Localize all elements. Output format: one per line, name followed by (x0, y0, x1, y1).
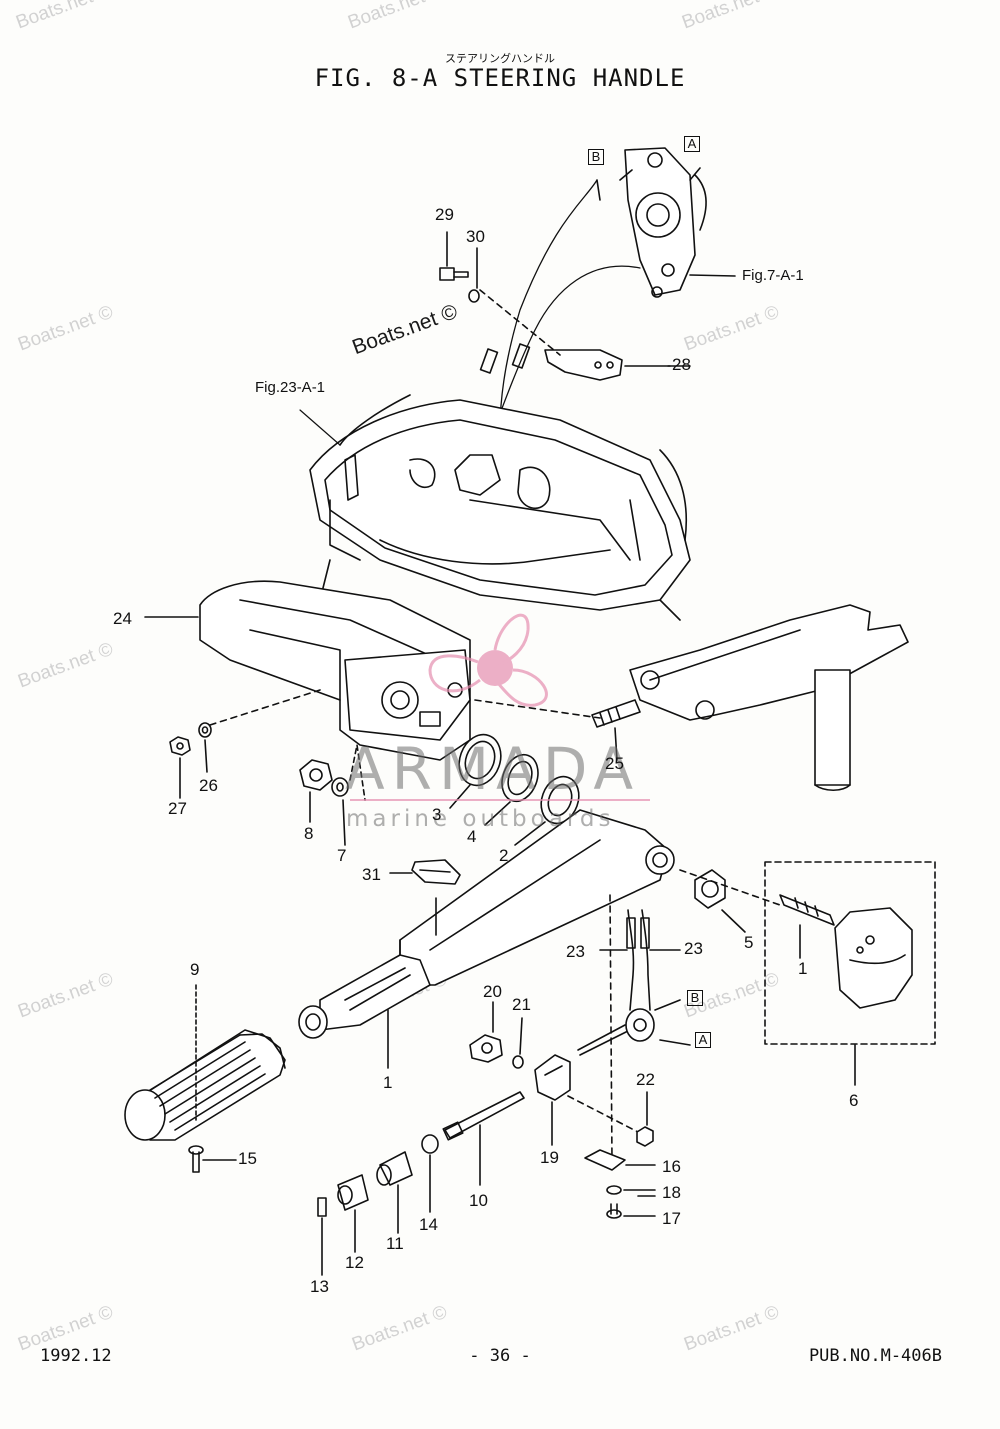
callout-28: 28 (672, 355, 691, 374)
reference-box-a: A (695, 1032, 711, 1048)
reference-box-a: A (684, 136, 700, 152)
callout-14: 14 (419, 1215, 438, 1234)
callout-26: 26 (199, 776, 218, 795)
callout-27: 27 (168, 799, 187, 818)
figure-title: FIG. 8-A STEERING HANDLE (314, 64, 686, 92)
armada-logo-tagline: marine outboards (346, 806, 615, 832)
callout-31: 31 (362, 865, 381, 884)
armada-logo-name: ARMADA (345, 735, 641, 803)
nut-8 (299, 759, 333, 791)
screw-15 (188, 1145, 237, 1173)
steering-handle-1 (298, 809, 675, 1069)
bracket-19 (534, 1054, 641, 1146)
callout-10: 10 (469, 1191, 488, 1210)
callout-8: 8 (304, 824, 314, 843)
callout-1-kit: 1 (798, 959, 808, 978)
callout-24: 24 (113, 609, 132, 628)
bolt-29 (439, 267, 469, 281)
callout-22: 22 (636, 1070, 655, 1089)
callout-21: 21 (512, 995, 531, 1014)
callout-23-right: 23 (684, 939, 703, 958)
bottom-cowling-frame (309, 394, 691, 621)
throttle-grip-9 (124, 984, 286, 1141)
plate-31 (389, 859, 461, 885)
bushing-3 (458, 733, 502, 787)
reference-box-b: B (588, 149, 604, 165)
publication-number: PUB.NO.M-406B (808, 1346, 942, 1366)
washer-26 (198, 722, 212, 738)
throttle-cable-23 (577, 894, 691, 1161)
callout-9: 9 (190, 960, 200, 979)
callout-20: 20 (483, 982, 502, 1001)
washer-18 (606, 1185, 622, 1195)
washer-21 (512, 1055, 524, 1069)
callout-6: 6 (849, 1091, 859, 1110)
callout-11: 11 (386, 1234, 404, 1253)
callout-23-left: 23 (566, 942, 585, 961)
washer-30 (468, 289, 480, 303)
callout-1: 1 (383, 1073, 393, 1092)
pin-13 (317, 1197, 327, 1276)
callout-25: 25 (605, 754, 624, 773)
kit-6 (764, 861, 936, 1086)
bushing-14 (421, 1134, 439, 1213)
reference-fig-23: Fig.23-A-1 (255, 379, 326, 396)
bushing-2 (540, 775, 580, 825)
joint-12 (337, 1174, 369, 1253)
callout-15: 15 (238, 1149, 257, 1168)
figure-subtitle-japanese: ステアリングハンドル (445, 52, 555, 65)
reference-fig-7: Fig.7-A-1 (742, 267, 804, 284)
washer-7 (331, 777, 349, 797)
cable-bracket-28 (479, 289, 671, 381)
callout-12: 12 (345, 1253, 364, 1272)
callout-7: 7 (337, 846, 347, 865)
callout-2: 2 (499, 846, 509, 865)
pin-25 (591, 699, 641, 761)
callout-16: 16 (662, 1157, 681, 1176)
bolt-5 (679, 869, 781, 933)
plate-16 (584, 1149, 626, 1171)
callout-13: 13 (310, 1277, 329, 1296)
callout-3: 3 (432, 805, 442, 824)
collar-11 (376, 1151, 413, 1234)
screw-17 (606, 1203, 656, 1219)
callout-30: 30 (466, 227, 485, 246)
callout-18: 18 (662, 1183, 681, 1202)
callout-17: 17 (662, 1209, 681, 1228)
armada-logo-watermark (350, 613, 650, 801)
nut-27 (169, 736, 191, 756)
footer-date: 1992.12 (40, 1346, 112, 1366)
reference-box-b: B (687, 990, 703, 1006)
callout-4: 4 (467, 827, 477, 846)
steering-bracket-24 (144, 580, 471, 761)
knob-20 (469, 1001, 503, 1063)
callout-5: 5 (744, 933, 754, 952)
steering-arm-assembly (629, 604, 909, 792)
page-number: - 36 - (469, 1346, 531, 1366)
callout-19: 19 (540, 1148, 559, 1167)
throttle-shaft-10 (442, 1091, 525, 1186)
callout-29: 29 (435, 205, 454, 224)
nut-22 (636, 1091, 654, 1147)
throttle-bracket-assembly (619, 147, 736, 298)
